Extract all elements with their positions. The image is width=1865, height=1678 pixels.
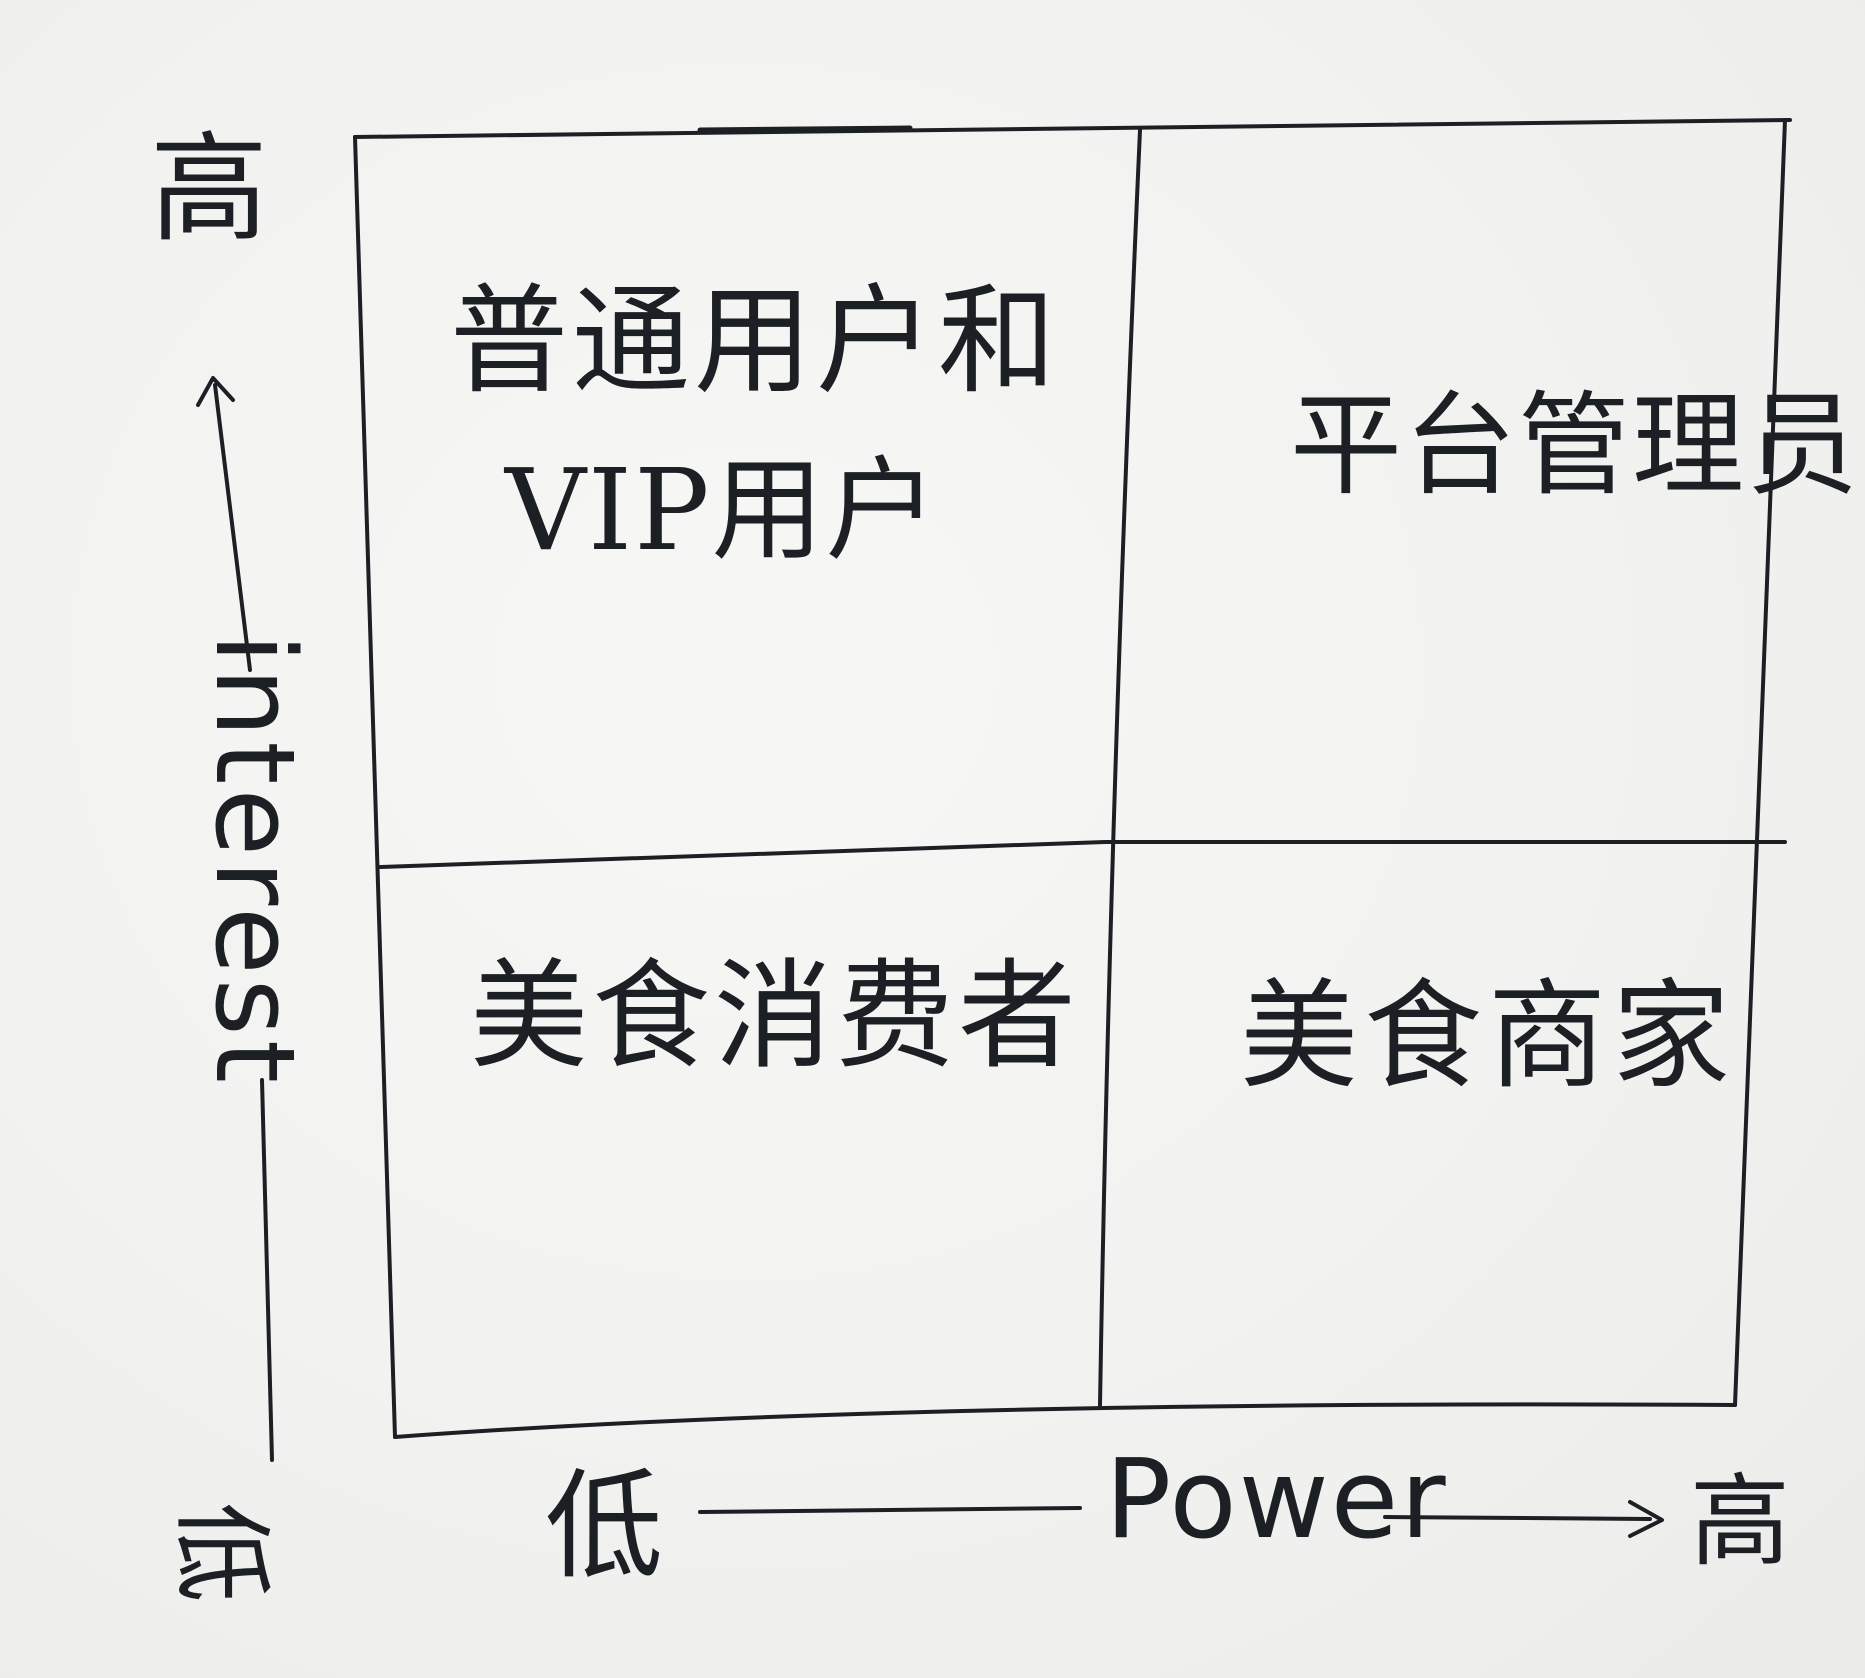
- quadrant-top-right: 平台管理员: [1290, 381, 1860, 511]
- quadrant-bottom-left: 美食消费者: [470, 947, 1081, 1085]
- x-axis-arrowhead: [1628, 1500, 1664, 1538]
- y-axis-low-label: 低: [162, 1502, 280, 1603]
- x-axis-right-line: [1383, 1515, 1652, 1521]
- x-axis-title: Power: [1105, 1435, 1448, 1563]
- quadrant-bottom-right: 美食商家: [1240, 967, 1737, 1105]
- grid-vertical-divider: [1098, 128, 1142, 1407]
- x-axis-low-label: 低: [545, 1457, 664, 1595]
- x-axis-left-line: [698, 1506, 1082, 1514]
- grid-top-border: [353, 118, 1792, 139]
- grid-horizontal-divider: [378, 840, 1787, 869]
- y-axis-arrowhead: [196, 376, 235, 407]
- grid-right-border: [1733, 118, 1787, 1407]
- y-axis-title: interest: [191, 632, 319, 1088]
- y-axis-upper-line: [213, 383, 252, 672]
- y-axis-high-label: 高: [150, 120, 269, 258]
- x-axis-high-label: 高: [1690, 1463, 1790, 1580]
- quadrant-top-left-line2: VIP用户: [505, 446, 940, 576]
- y-axis-lower-line: [260, 1078, 274, 1462]
- grid-left-border: [353, 135, 397, 1439]
- grid-top-border-overstroke: [697, 125, 913, 133]
- quadrant-top-left-line1: 普通用户和: [450, 272, 1061, 410]
- grid-bottom-border: [393, 1402, 1737, 1439]
